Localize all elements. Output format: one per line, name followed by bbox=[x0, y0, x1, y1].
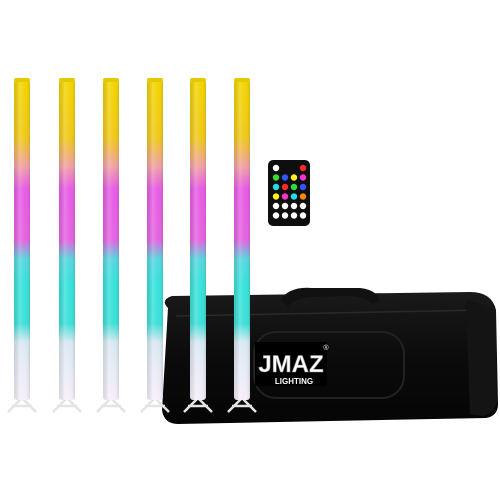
logo-brand-text: JMAZ bbox=[258, 351, 323, 378]
remote-button bbox=[299, 183, 307, 191]
remote-button bbox=[272, 202, 280, 210]
remote-button bbox=[299, 202, 307, 210]
tube-stand bbox=[52, 396, 82, 413]
tube-top-cap bbox=[103, 78, 119, 82]
tube-top-cap bbox=[190, 78, 206, 82]
tube-highlight bbox=[234, 80, 250, 400]
tube-highlight bbox=[190, 80, 206, 400]
remote-button bbox=[299, 193, 307, 200]
tube-stand bbox=[7, 396, 37, 413]
remote-control bbox=[268, 160, 310, 226]
remote-button bbox=[272, 212, 280, 219]
remote-button bbox=[281, 183, 289, 191]
bag-body bbox=[162, 292, 498, 424]
logo-sub-text: LIGHTING bbox=[275, 377, 313, 386]
led-tube bbox=[7, 78, 37, 413]
remote-button bbox=[272, 193, 280, 200]
led-tube bbox=[227, 78, 257, 413]
carry-bag bbox=[162, 287, 498, 424]
led-tube bbox=[96, 78, 126, 413]
led-tube bbox=[52, 78, 82, 413]
bag-zipper bbox=[175, 309, 489, 317]
bag-logo: JMAZ LIGHTING ® bbox=[255, 342, 329, 386]
remote-button bbox=[299, 174, 307, 181]
bag-end-cap bbox=[466, 300, 497, 416]
tube-top-cap bbox=[147, 78, 163, 82]
remote-button bbox=[290, 193, 298, 200]
remote-button bbox=[299, 164, 307, 172]
remote-button bbox=[272, 164, 280, 172]
tube-highlight bbox=[14, 80, 30, 400]
tube-top-cap bbox=[59, 78, 75, 82]
remote-button bbox=[299, 212, 307, 219]
led-tubes bbox=[7, 78, 257, 413]
remote-button bbox=[272, 183, 280, 191]
remote-button bbox=[290, 174, 298, 181]
logo-registered-mark: ® bbox=[323, 344, 329, 352]
remote-button bbox=[281, 202, 289, 210]
remote-button bbox=[281, 193, 289, 200]
tube-highlight bbox=[147, 80, 163, 400]
remote-button bbox=[290, 183, 298, 191]
tube-highlight bbox=[103, 80, 119, 400]
tube-top-cap bbox=[14, 78, 30, 82]
logo-patch bbox=[255, 342, 327, 386]
remote-button bbox=[290, 202, 298, 210]
remote-button bbox=[281, 212, 289, 219]
remote-button bbox=[281, 174, 289, 181]
remote-button bbox=[290, 212, 298, 219]
bag-pocket bbox=[253, 331, 405, 399]
bag-handle bbox=[280, 287, 380, 306]
remote-buttons bbox=[272, 164, 307, 219]
tube-stand bbox=[96, 396, 126, 413]
led-tube bbox=[183, 78, 213, 413]
tube-top-cap bbox=[234, 78, 250, 82]
remote-button bbox=[272, 174, 280, 181]
led-tube bbox=[140, 78, 170, 413]
tube-highlight bbox=[59, 80, 75, 400]
